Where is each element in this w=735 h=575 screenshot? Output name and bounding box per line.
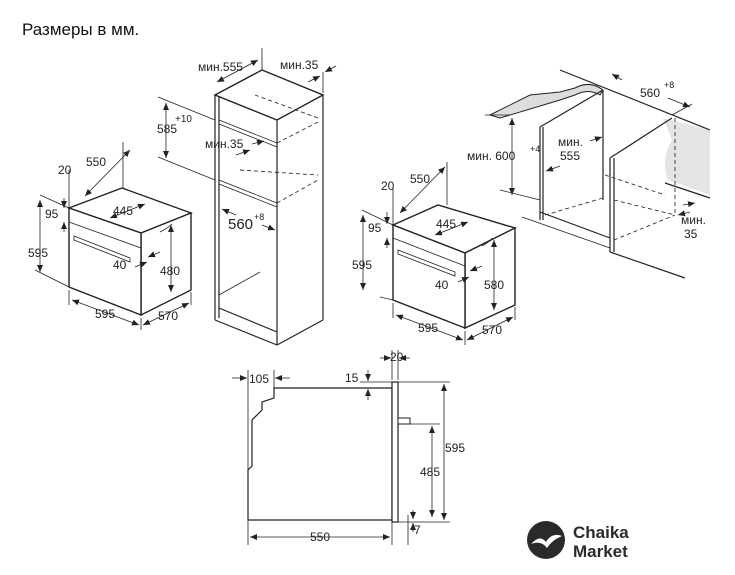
logo-line2: Market	[573, 542, 628, 561]
oven-right-handle-label: 40	[435, 278, 449, 292]
oven-left-door-label: 20	[58, 163, 72, 177]
tall-cabinet-drawing	[157, 48, 337, 346]
oven-right-inner-height-label: 580	[484, 278, 504, 292]
oven-right-top-offset-label: 95	[368, 221, 382, 235]
oven-right-inner-width-label: 445	[436, 217, 456, 231]
oven-right-depth-top-label: 550	[410, 172, 430, 186]
tall-cabinet-min-gap-mid-label: мин.35	[205, 137, 244, 151]
side-view-inner-height-label: 485	[420, 465, 440, 479]
oven-right-width-label: 595	[418, 321, 438, 335]
oven-left-drawing	[34, 142, 193, 330]
side-view-back-offset-label: 105	[249, 372, 269, 386]
tall-cabinet-min-depth-label: мин.555	[198, 60, 243, 74]
tall-cabinet-niche-height-label: 585	[157, 122, 177, 136]
undercounter-min-depth-line1: мин.	[558, 135, 583, 149]
side-view-drawing	[232, 350, 450, 545]
oven-left-depth-label: 570	[158, 309, 178, 323]
undercounter-niche-width-label: 560	[640, 86, 660, 100]
oven-right-door-label: 20	[381, 179, 395, 193]
side-view-height-label: 595	[445, 441, 465, 455]
side-view-top-gap-label: 15	[345, 371, 359, 385]
oven-left-depth-top-label: 550	[86, 155, 106, 169]
oven-right-depth-label: 570	[482, 323, 502, 337]
side-view-bottom-gap-label: 7	[414, 523, 421, 537]
oven-left-width-label: 595	[95, 307, 115, 321]
logo-line1: Chaika	[573, 523, 629, 542]
undercounter-min-height-label: мин. 600	[467, 149, 516, 163]
undercounter-min-depth-line2: 555	[560, 149, 580, 163]
undercounter-min-gap-line1: мин.	[681, 213, 706, 227]
oven-left-inner-width-label: 445	[113, 204, 133, 218]
chaika-market-logo: Chaika Market	[527, 521, 629, 561]
oven-left-height-label: 595	[28, 246, 48, 260]
oven-left-inner-height-label: 480	[160, 264, 180, 278]
page-title: Размеры в мм.	[22, 20, 140, 39]
oven-right-drawing	[360, 162, 517, 345]
undercounter-min-gap-line2: 35	[684, 227, 698, 241]
undercounter-niche-width-tol: +8	[664, 80, 674, 90]
oven-left-top-offset-label: 95	[45, 207, 59, 221]
side-view-depth-label: 550	[310, 530, 330, 544]
tall-cabinet-niche-width-label: 560	[228, 216, 253, 233]
oven-right-height-label: 595	[352, 258, 372, 272]
undercounter-cabinet-drawing	[485, 69, 711, 279]
side-view-door-label: 20	[390, 350, 404, 364]
tall-cabinet-niche-width-tol: +8	[254, 212, 264, 222]
undercounter-min-height-tol: +4	[530, 144, 540, 154]
oven-left-handle-label: 40	[113, 258, 127, 272]
tall-cabinet-niche-height-tol: +10	[175, 114, 192, 125]
tall-cabinet-min-gap-back-label: мин.35	[280, 58, 319, 72]
logo-gull-icon	[527, 521, 565, 559]
